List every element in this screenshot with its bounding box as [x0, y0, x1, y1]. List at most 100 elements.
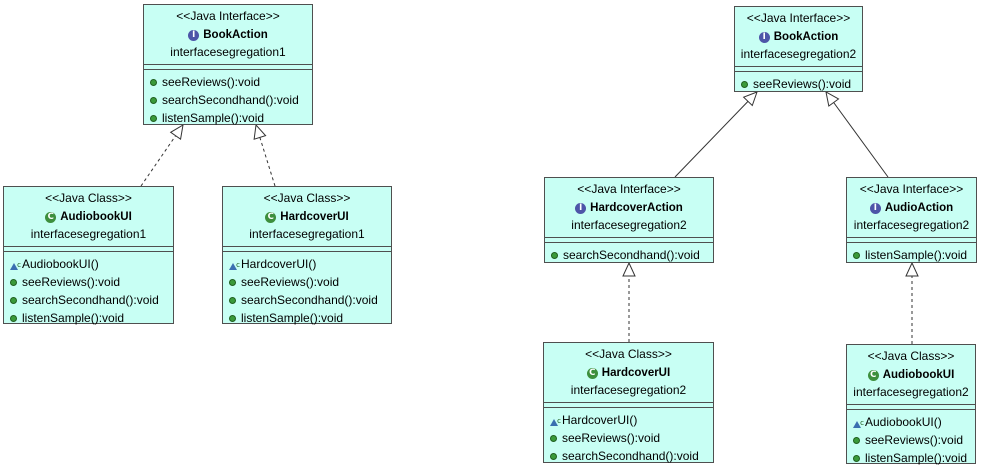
- member-row[interactable]: searchSecondhand():void: [550, 447, 713, 465]
- member-row[interactable]: listenSample():void: [150, 109, 312, 127]
- package-label: interfacesegregation1: [30, 227, 147, 241]
- constructor-icon: c: [550, 415, 561, 426]
- member-label: seeReviews():void: [22, 275, 121, 289]
- attributes-compartment: [144, 64, 312, 70]
- stereotype-label: <<Java Class>>: [263, 191, 351, 205]
- type-name-label: HardcoverUI: [601, 367, 671, 379]
- stereotype-label: <<Java Interface>>: [577, 182, 681, 196]
- member-row[interactable]: listenSample():void: [10, 309, 173, 327]
- attributes-compartment: [545, 237, 713, 243]
- member-row[interactable]: listenSample():void: [853, 449, 975, 467]
- member-row[interactable]: searchSecondhand():void: [551, 246, 713, 264]
- interface-icon: I: [575, 203, 587, 214]
- member-row[interactable]: seeReviews():void: [229, 273, 391, 291]
- package-label: interfacesegregation2: [740, 47, 857, 61]
- public-method-icon: [551, 251, 558, 259]
- class-icon: C: [265, 212, 277, 223]
- public-method-icon: [853, 454, 860, 462]
- package-label: interfacesegregation2: [571, 218, 687, 232]
- type-name-label: HardcoverUI: [280, 211, 349, 223]
- member-label: HardcoverUI(): [562, 413, 638, 427]
- class-icon: C: [867, 370, 879, 381]
- member-label: AudiobookUI(): [22, 257, 99, 271]
- stereotype-label: <<Java Class>>: [585, 347, 672, 361]
- member-row[interactable]: searchSecondhand():void: [229, 291, 391, 309]
- realization-connector: [140, 124, 184, 187]
- public-method-icon: [150, 78, 157, 86]
- interface-icon: I: [188, 30, 200, 41]
- class-icon: C: [586, 368, 598, 379]
- attributes-compartment: [544, 402, 713, 408]
- member-label: AudiobookUI(): [865, 415, 942, 429]
- member-label: listenSample():void: [162, 111, 265, 125]
- stereotype-label: <<Java Interface>>: [176, 9, 280, 23]
- package-label: interfacesegregation1: [170, 45, 286, 59]
- member-row[interactable]: searchSecondhand():void: [10, 291, 173, 309]
- hollow-arrowhead: [905, 261, 919, 277]
- generalization-connector: [825, 91, 889, 178]
- member-row[interactable]: listenSample():void: [853, 246, 976, 264]
- connector-line: [833, 102, 889, 178]
- interface-icon: I: [869, 203, 881, 214]
- member-label: searchSecondhand():void: [22, 293, 159, 307]
- connector-line: [674, 101, 749, 178]
- constructor-icon: c: [10, 259, 21, 270]
- member-label: listenSample():void: [241, 311, 344, 325]
- member-label: seeReviews():void: [865, 433, 964, 447]
- stereotype-label: <<Java Class>>: [867, 349, 955, 363]
- member-row[interactable]: listenSample():void: [229, 309, 391, 327]
- member-row[interactable]: seeReviews():void: [550, 429, 713, 447]
- member-row[interactable]: searchSecondhand():void: [150, 91, 312, 109]
- member-label: listenSample():void: [22, 311, 125, 325]
- member-label: searchSecondhand():void: [562, 449, 699, 463]
- member-row[interactable]: seeReviews():void: [853, 431, 975, 449]
- attributes-compartment: [847, 237, 976, 243]
- type-name-label: AudiobookUI: [882, 369, 955, 381]
- methods-compartment: searchSecondhand():void: [545, 243, 713, 266]
- member-row[interactable]: seeReviews():void: [150, 73, 312, 91]
- type-name-label: AudiobookUI: [60, 211, 132, 223]
- public-method-icon: [853, 436, 860, 444]
- attributes-compartment: [4, 246, 173, 252]
- hollow-arrowhead: [622, 261, 636, 277]
- public-method-icon: [10, 296, 17, 304]
- public-method-icon: [853, 251, 860, 259]
- member-label: listenSample():void: [865, 451, 968, 465]
- realization-connector: [905, 261, 919, 344]
- member-label: seeReviews():void: [241, 275, 340, 289]
- attributes-compartment: [847, 404, 975, 410]
- public-method-icon: [229, 314, 236, 322]
- member-row[interactable]: seeReviews():void: [741, 75, 862, 93]
- stereotype-label: <<Java Class>>: [45, 191, 132, 205]
- member-row[interactable]: seeReviews():void: [10, 273, 173, 291]
- member-label: seeReviews():void: [753, 77, 852, 91]
- public-method-icon: [10, 278, 17, 286]
- stereotype-label: <<Java Interface>>: [746, 11, 851, 25]
- generalization-connector: [674, 91, 758, 178]
